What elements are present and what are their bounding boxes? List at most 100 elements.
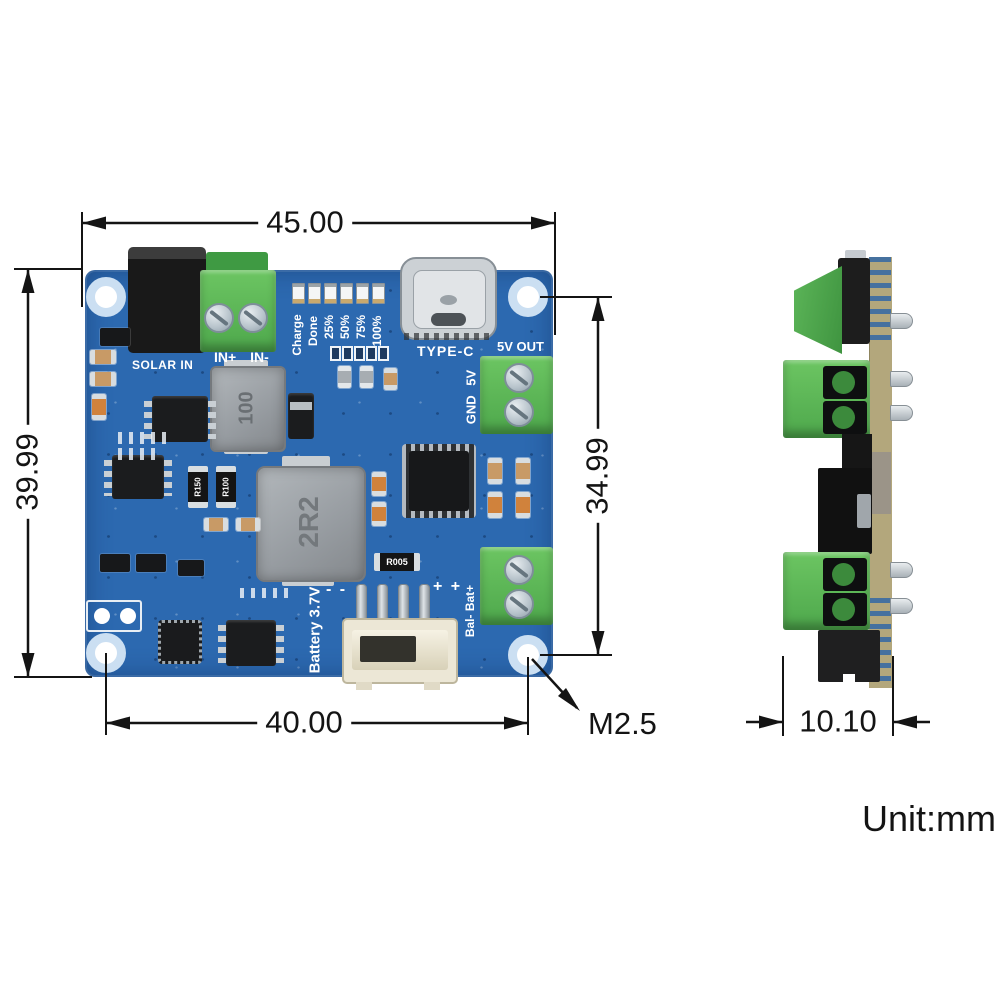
side-led-bump [890, 405, 913, 421]
solar-in-label: SOLAR IN [132, 358, 194, 372]
inductor-100 [210, 366, 286, 452]
solder-pad [330, 346, 341, 361]
screw-icon [238, 303, 268, 333]
wire-clamp [832, 563, 855, 586]
pad-row [118, 448, 158, 460]
soic-ic [112, 455, 164, 499]
solder-pad [378, 346, 389, 361]
mounting-hole-callout: M2.5 [588, 706, 657, 741]
smd-resistor [236, 518, 260, 531]
pad-hole [94, 608, 110, 624]
terminal-opening [823, 401, 867, 434]
smd-resistor [90, 372, 116, 386]
screw-icon [504, 589, 534, 619]
pad-box [86, 600, 142, 632]
jst-plus-marks: + + [433, 578, 463, 595]
pad-hole [120, 608, 136, 624]
inductor-tab [282, 456, 330, 468]
jst-connector-slot [360, 636, 416, 662]
usb-type-c-legs [404, 333, 493, 340]
usb-type-c-pin [440, 295, 457, 305]
side-led-bump [890, 562, 913, 578]
soic-pins [104, 460, 112, 496]
pcb-edge-patch [869, 452, 891, 514]
sot23-transistor [100, 554, 130, 572]
side-connector-shield [845, 250, 866, 260]
sot23-transistor [100, 328, 130, 346]
smd-resistor [90, 350, 116, 364]
pcb-edge-pattern [869, 257, 891, 343]
pad-row [118, 432, 172, 444]
side-jst-connector [818, 630, 880, 682]
jst-tab [424, 682, 440, 690]
diode-band [290, 402, 312, 410]
soic-pins [144, 401, 152, 439]
solar-terminal-tab [206, 252, 268, 274]
shunt-r005-marking: R005 [386, 557, 408, 567]
terminal-opening [823, 558, 867, 591]
dim-side-width: 10.10 [799, 703, 877, 739]
inductor-tab [224, 360, 268, 368]
led-75 [356, 283, 369, 304]
led-100 [372, 283, 385, 304]
smd-capacitor [372, 472, 386, 496]
type-c-label: TYPE-C [417, 343, 475, 359]
side-led-bump [890, 598, 913, 614]
jst-tab [356, 682, 372, 690]
smd-capacitor [360, 366, 373, 388]
side-component-metal [857, 494, 871, 528]
shunt-r005: R005 [374, 553, 420, 571]
wire-clamp [832, 371, 855, 394]
solder-pad [366, 346, 377, 361]
screw-icon [504, 363, 534, 393]
resistor-r150 [188, 466, 208, 508]
in-pins-label: IN+ IN- [214, 349, 269, 365]
charge-led [292, 283, 305, 304]
sot23-transistor [136, 554, 166, 572]
diode [288, 393, 314, 439]
done-led [308, 283, 321, 304]
inductor-2r2 [256, 466, 366, 582]
wire-clamp [832, 406, 855, 429]
extension-lines [14, 212, 894, 736]
soic-pins [276, 625, 284, 663]
smd-resistor [204, 518, 228, 531]
smd-capacitor [488, 492, 502, 518]
solder-pad [354, 346, 365, 361]
qfn-ic [409, 451, 469, 511]
wire-clamp [832, 598, 855, 621]
smd-capacitor [338, 366, 351, 388]
solder-pad [342, 346, 353, 361]
smd-capacitor [92, 394, 106, 420]
smd-capacitor [488, 458, 502, 484]
dimension-arrows [21, 216, 917, 730]
dimension-line-strokes [26, 221, 930, 725]
soic-pins [208, 401, 216, 439]
pad-row [240, 588, 292, 598]
led-50 [340, 283, 353, 304]
sot23-transistor [178, 560, 204, 576]
dim-board-width: 45.00 [258, 206, 352, 240]
smd-capacitor [516, 492, 530, 518]
unit-note: Unit:mm [862, 798, 996, 839]
screw-icon [204, 303, 234, 333]
resistor-r100 [216, 466, 236, 508]
5v-out-label: 5V OUT [497, 339, 544, 354]
dim-hole-spacing-right: 34.99 [580, 429, 615, 523]
soic-ic [226, 620, 276, 666]
smd-capacitor [384, 368, 397, 390]
side-jst-notch [843, 674, 855, 682]
soic-pins [164, 460, 172, 496]
soic-pins [218, 625, 226, 663]
dc-barrel-jack [128, 247, 206, 353]
terminal-opening [823, 366, 867, 399]
smd-capacitor [372, 502, 386, 526]
mounting-hole-top-left [86, 277, 126, 317]
side-led-bump [890, 371, 913, 387]
dim-hole-spacing-bottom: 40.00 [257, 706, 351, 740]
smd-capacitor [516, 458, 530, 484]
screw-icon [504, 397, 534, 427]
side-led-bump [890, 313, 913, 329]
